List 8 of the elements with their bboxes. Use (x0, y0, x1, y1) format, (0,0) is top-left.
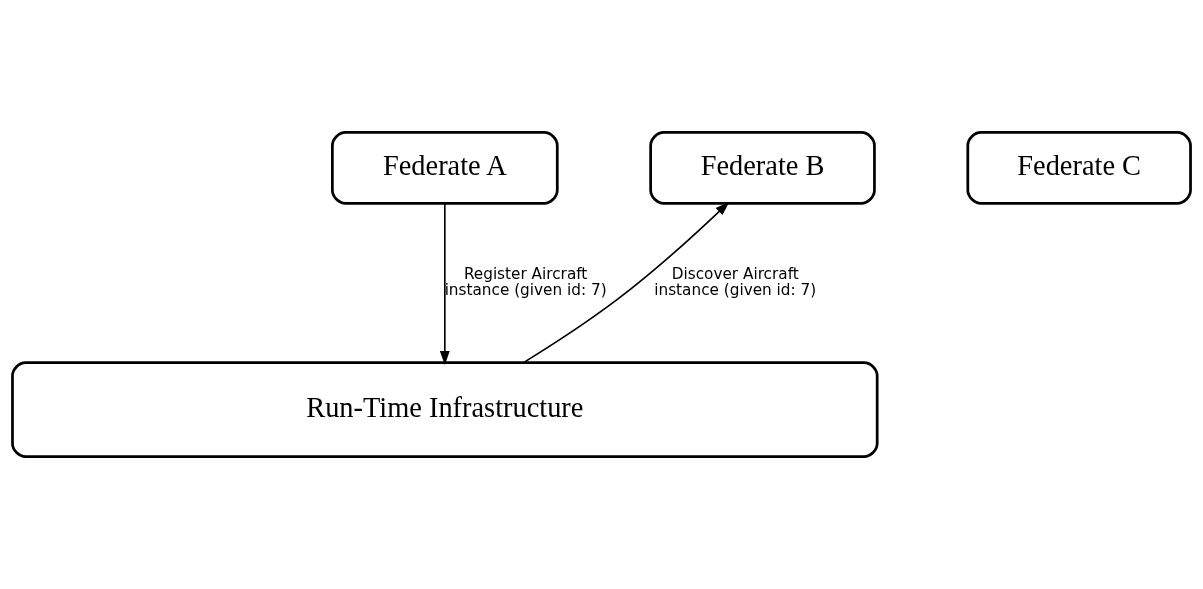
arrow (439, 202, 450, 366)
node-box: Federate B (649, 131, 876, 205)
node-box: Federate A (331, 131, 559, 205)
edge-label: Register Aircraft instance (given id: 7) (444, 264, 607, 300)
edge-label: Discover Aircraft instance (given id: 7) (654, 264, 817, 300)
arrow (522, 201, 730, 364)
node-box: Run-Time Infrastructure (11, 361, 879, 458)
node-box: Federate C (966, 131, 1192, 205)
